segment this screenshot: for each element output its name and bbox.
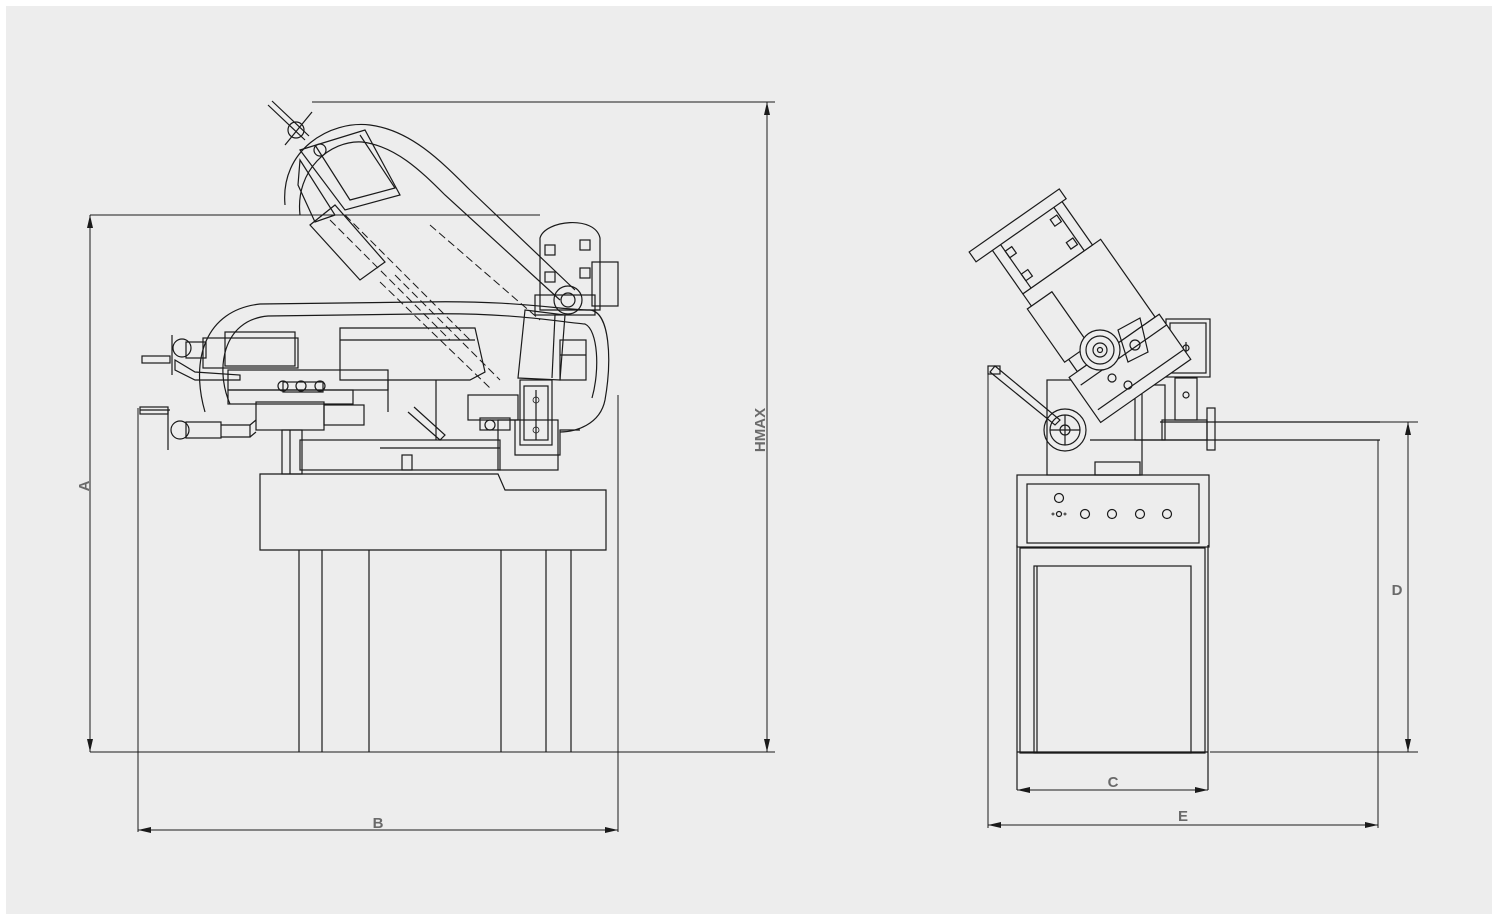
dimension-a-label: A — [76, 480, 93, 491]
dimension-hmax-label: HMAX — [752, 408, 769, 452]
front-pulley — [1079, 317, 1149, 390]
panel-button-icon — [1106, 508, 1118, 520]
side-raised-bow — [267, 100, 576, 389]
side-lower-bow — [141, 301, 610, 441]
dimension-hmax — [90, 101, 775, 753]
handwheel-icon — [1043, 408, 1087, 452]
side-vise-handle — [139, 401, 365, 450]
dimension-c-label: C — [1108, 774, 1119, 791]
dimension-d-label: D — [1392, 582, 1403, 599]
drawing-sheet — [6, 6, 1492, 914]
side-motor-head — [517, 222, 619, 446]
dimension-c — [1017, 787, 1208, 793]
front-body — [987, 318, 1380, 476]
side-body — [281, 419, 580, 475]
dimension-b-label: B — [373, 815, 384, 832]
dimension-d — [1210, 421, 1418, 753]
front-view: C D E — [968, 188, 1418, 828]
dimension-e-label: E — [1178, 808, 1188, 825]
panel-button-icon — [1079, 508, 1091, 520]
panel-indicator-icon — [1053, 492, 1065, 504]
front-control-panel — [1016, 474, 1210, 548]
side-base-cabinet — [259, 473, 607, 551]
side-view: A HMAX B — [76, 100, 775, 833]
side-stand — [298, 550, 572, 752]
dimension-b — [137, 395, 619, 833]
panel-button-icon — [1161, 508, 1173, 520]
panel-selector-icon — [1055, 510, 1063, 518]
dimension-e — [987, 372, 1379, 828]
dimension-a — [87, 214, 540, 752]
front-tilted-head — [968, 188, 1192, 424]
front-stand — [1016, 545, 1209, 790]
panel-button-icon — [1134, 508, 1146, 520]
